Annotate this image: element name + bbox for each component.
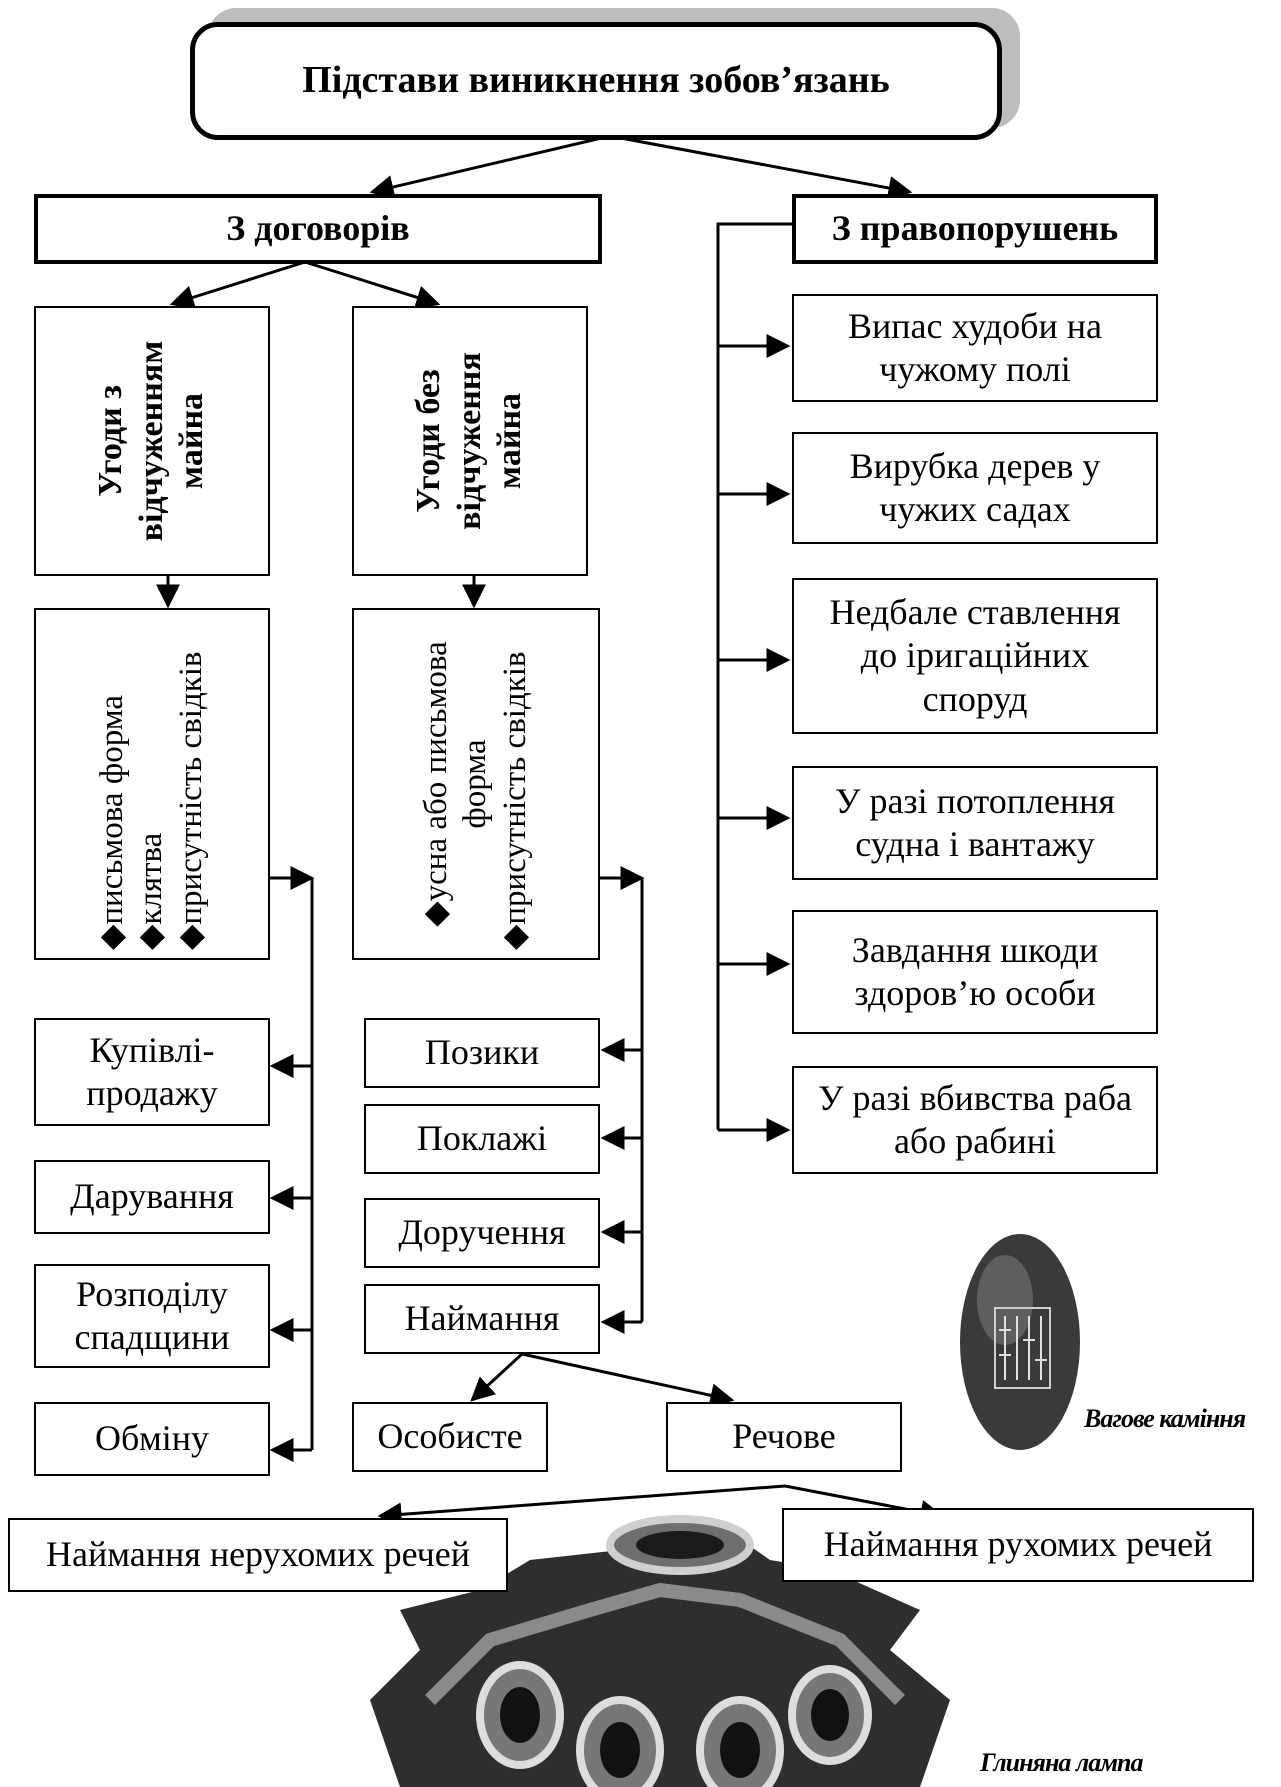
without-alienation-box: Угоди без відчуження майна <box>352 306 588 576</box>
type-deposit: Поклажі <box>364 1104 600 1174</box>
movable-hire: Наймання рухомих речей <box>782 1508 1254 1582</box>
type-mandate: Доручення <box>364 1198 600 1268</box>
immovable-hire: Наймання нерухомих речей <box>8 1518 508 1592</box>
without-alienation-details: ◆усна або письмова форма ◆присутність св… <box>352 608 600 960</box>
offense-irrigation: Недбале ставлення до іригаційних споруд <box>792 578 1158 734</box>
detail-item: ◆клятва <box>133 832 170 950</box>
title-box: Підстави виникнення зобов’язань <box>190 22 1002 140</box>
detail-item: ◆письмова форма <box>93 694 130 950</box>
type-exchange: Обміну <box>34 1402 270 1476</box>
detail-item: ◆усна або письмова форма <box>417 641 494 927</box>
type-sale: Купівлі-продажу <box>34 1018 270 1126</box>
weight-stone-image <box>960 1234 1080 1450</box>
offense-ship: У разі потоплення судна і вантажу <box>792 766 1158 880</box>
type-inheritance: Розподілу спадщини <box>34 1264 270 1368</box>
type-gift: Дарування <box>34 1160 270 1234</box>
diagram-title: Підстави виникнення зобов’язань <box>302 59 890 102</box>
offenses-label: З правопорушень <box>831 208 1119 249</box>
offenses-box: З правопорушень <box>792 194 1158 264</box>
detail-item: ◆присутність свідків <box>172 651 209 950</box>
offense-slave: У разі вбивства раба або рабині <box>792 1066 1158 1174</box>
offense-health: Завдання шкоди здоров’ю особи <box>792 910 1158 1034</box>
hire-property: Речове <box>666 1402 902 1472</box>
with-alienation-label: Угоди з відчуженням майна <box>91 340 211 542</box>
type-loan: Позики <box>364 1018 600 1088</box>
hire-personal: Особисте <box>352 1402 548 1472</box>
offense-trees: Вирубка дерев у чужих садах <box>792 432 1158 544</box>
detail-item: ◆присутність свідків <box>496 651 533 950</box>
offense-cattle: Випас худоби на чужому полі <box>792 294 1158 402</box>
clay-lamp-image <box>370 1515 950 1787</box>
contracts-box: З договорів <box>34 194 602 264</box>
type-hire: Наймання <box>364 1284 600 1354</box>
clay-lamp-caption: Глиняна лампа <box>980 1748 1143 1777</box>
contracts-label: З договорів <box>226 208 410 249</box>
with-alienation-details: ◆письмова форма ◆клятва ◆присутність сві… <box>34 608 270 960</box>
with-alienation-box: Угоди з відчуженням майна <box>34 306 270 576</box>
weight-stone-caption: Вагове каміння <box>1084 1404 1246 1433</box>
without-alienation-label: Угоди без відчуження майна <box>409 352 529 530</box>
